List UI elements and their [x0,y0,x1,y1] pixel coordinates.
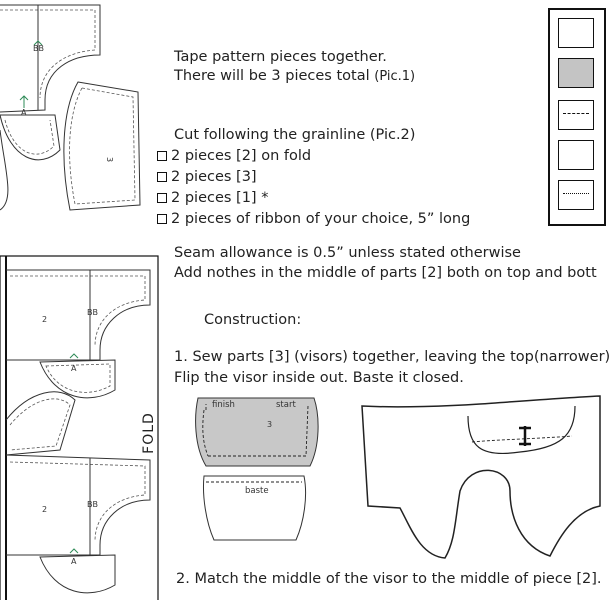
notches-text: Add nothes in the middle of parts [2] bo… [174,265,597,281]
cut-item-1-checkbox[interactable] [157,151,167,161]
pattern-label-piece-2-upper: 2 [42,315,48,324]
pattern-pic1-diagram [0,4,141,211]
legend-swatch-dotted [558,180,594,210]
pattern-label-a-lower: A [71,557,77,566]
visor-piece-label: 3 [267,420,273,429]
cut-item-2-label: 2 pieces [3] [171,169,257,185]
pieces-total-text: There will be 3 pieces total [174,68,375,84]
step-1-text: 1. Sew parts [3] (visors) together, leav… [174,349,610,365]
pattern-label-bb-top: BB [33,44,44,53]
visor-sewn-diagram [195,397,319,467]
cut-item-1[interactable]: 2 pieces [2] on fold [157,147,311,165]
pattern-piece-3-outline [63,81,141,211]
legend-swatch-plain [558,18,594,48]
step-2-text: 2. Match the middle of the visor to the … [176,571,602,587]
fold-label: FOLD [140,412,157,454]
cut-item-1-label: 2 pieces [2] on fold [171,148,312,164]
pattern-label-a-upper: A [71,364,77,373]
cut-item-2-checkbox[interactable] [157,172,167,182]
cut-item-4-checkbox[interactable] [157,214,167,224]
cut-heading: Cut following the grainline (Pic.2) [174,127,416,143]
instruction-pieces-total: There will be 3 pieces total (Pic.1) [174,67,415,86]
legend-swatch-gray [558,58,594,88]
pattern-label-piece-3: 3 [105,156,115,163]
pattern-label-a-top: A [21,108,27,117]
pattern-piece-1-outline [0,4,101,113]
visor-start-label: start [276,400,296,410]
cut-item-2[interactable]: 2 pieces [3] [157,168,257,186]
pattern-label-bb-lower: BB [87,500,98,509]
instruction-tape: Tape pattern pieces together. [174,49,387,65]
cut-item-3-label: 2 pieces [1] * [171,190,269,206]
step-1-text-line2: Flip the visor inside out. Baste it clos… [174,370,464,386]
cut-item-3-checkbox[interactable] [157,193,167,203]
visor-baste-label: baste [245,486,269,496]
legend-panel [548,8,606,226]
cut-item-4-label: 2 pieces of ribbon of your choice, 5” lo… [171,211,471,227]
pic1-reference: (Pic.1) [374,69,416,84]
piece-2-with-visor-diagram [361,395,601,559]
cut-item-4[interactable]: 2 pieces of ribbon of your choice, 5” lo… [157,210,470,228]
visor-basted-diagram [203,475,307,541]
legend-swatch-plain-2 [558,140,594,170]
cut-item-3[interactable]: 2 pieces [1] * [157,189,268,207]
seam-allowance-text: Seam allowance is 0.5” unless stated oth… [174,245,521,261]
pattern-label-bb-upper: BB [87,308,98,317]
visor-finish-label: finish [212,400,235,410]
pattern-piece-curve [0,114,61,161]
pattern-pic2-diagram [0,255,159,600]
legend-swatch-dashed [558,100,594,130]
pattern-label-piece-2-lower: 2 [42,505,48,514]
construction-heading: Construction: [204,312,302,328]
